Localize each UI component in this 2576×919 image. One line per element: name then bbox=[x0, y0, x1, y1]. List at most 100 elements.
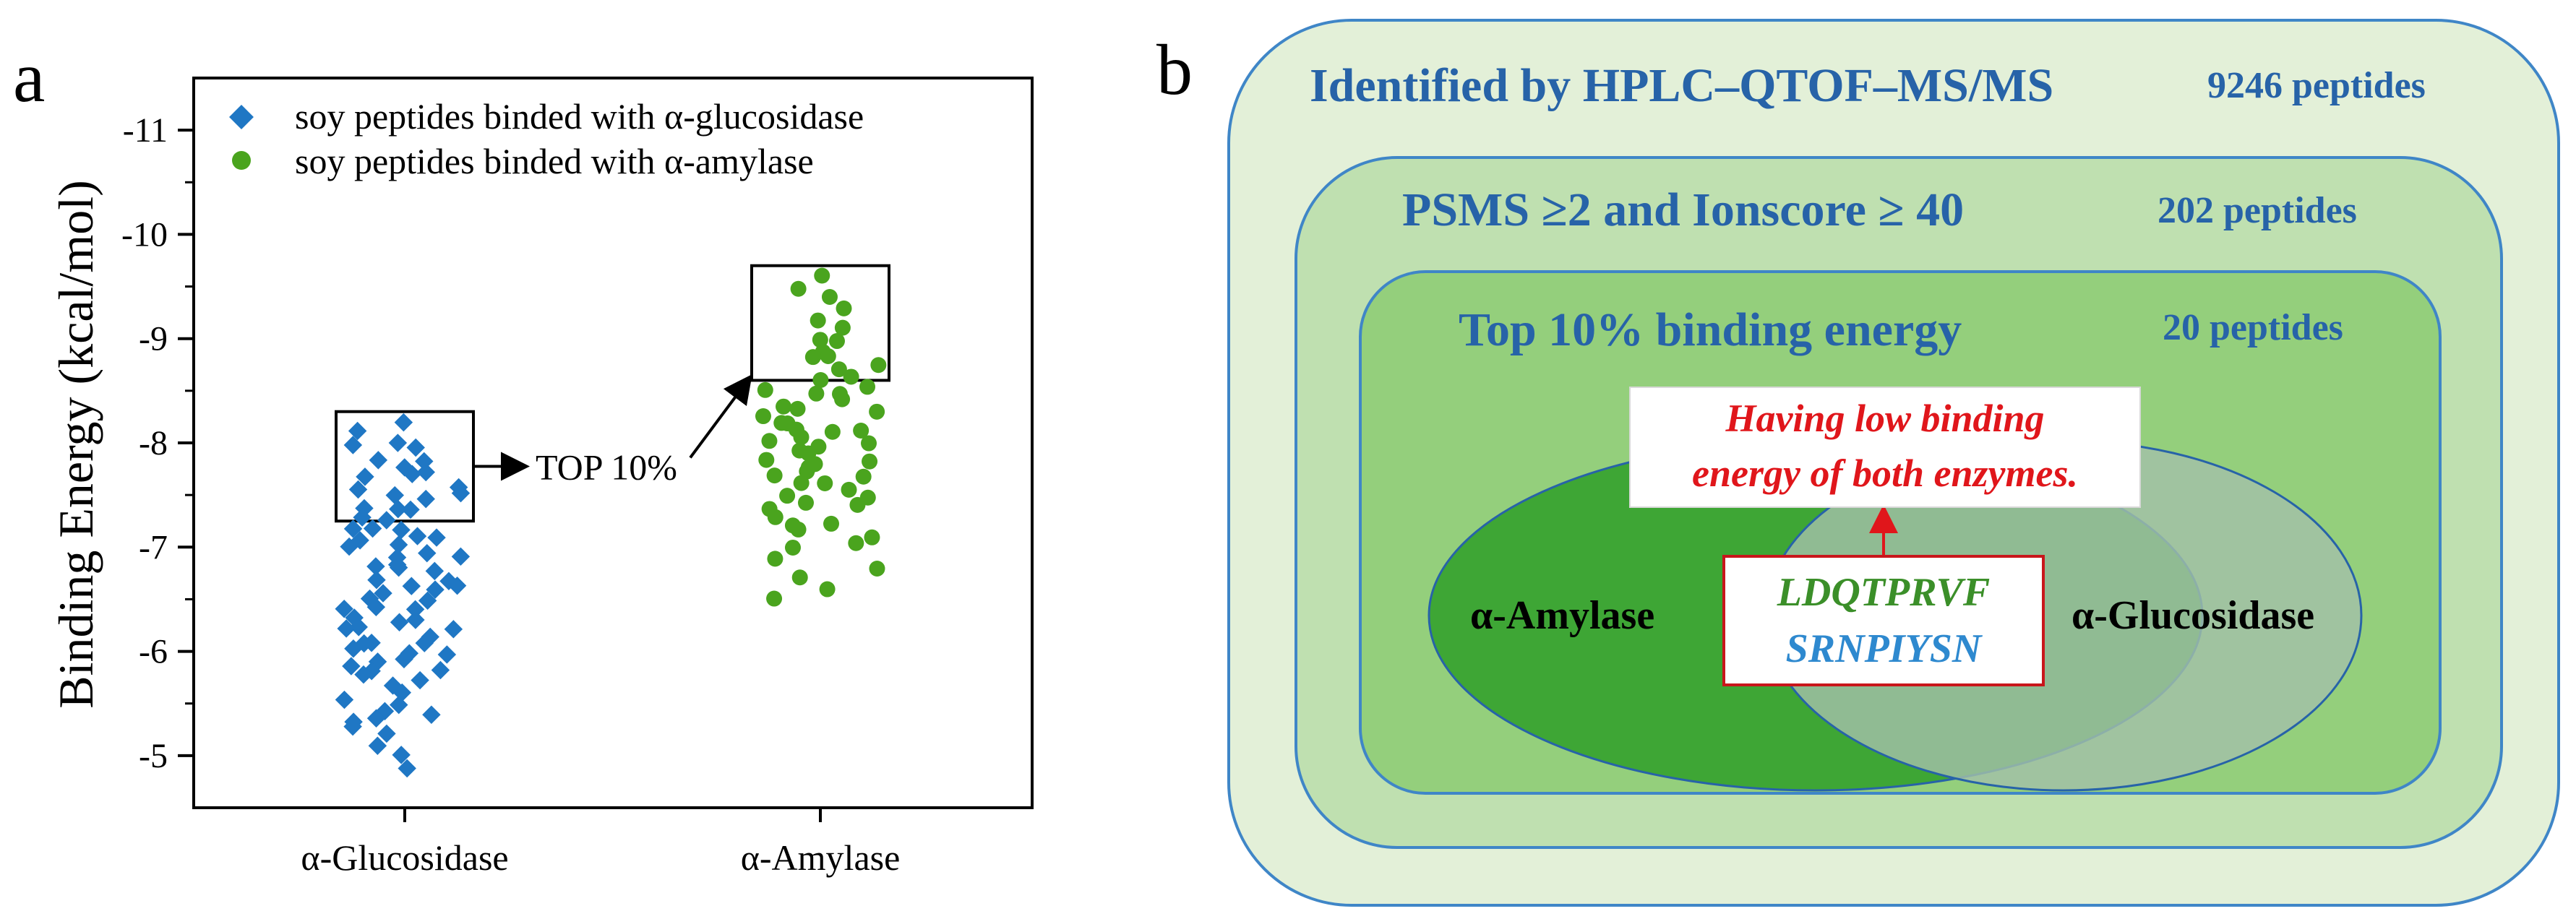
legend-marker-circle bbox=[232, 151, 251, 170]
glucosidase-point bbox=[401, 500, 420, 519]
amylase-point bbox=[820, 348, 836, 364]
glucosidase-point bbox=[418, 591, 437, 610]
amylase-point bbox=[791, 569, 808, 586]
amylase-point bbox=[776, 398, 792, 415]
y-tick-label: -6 bbox=[139, 633, 168, 671]
glucosidase-point bbox=[426, 580, 445, 599]
glucosidase-point bbox=[402, 577, 421, 595]
amylase-point bbox=[834, 391, 851, 407]
glucosidase-point bbox=[343, 436, 363, 454]
glucosidase-point bbox=[416, 462, 435, 482]
glucosidase-point bbox=[406, 610, 425, 629]
glucosidase-point bbox=[356, 467, 374, 486]
amylase-point bbox=[757, 381, 773, 398]
glucosidase-point bbox=[390, 613, 409, 631]
amylase-point bbox=[853, 422, 870, 439]
amylase-point bbox=[841, 481, 857, 498]
glucosidase-point bbox=[411, 670, 429, 690]
amylase-point bbox=[791, 442, 808, 459]
top10-annotation: TOP 10% bbox=[536, 446, 677, 487]
glucosidase-point bbox=[418, 543, 437, 563]
x-tick-label: α-Glucosidase bbox=[301, 837, 508, 878]
amylase-point bbox=[843, 368, 859, 385]
glucosidase-point bbox=[366, 557, 385, 576]
legend-label-amylase: soy peptides binded with α-amylase bbox=[295, 141, 814, 181]
glucosidase-point bbox=[392, 520, 411, 540]
y-tick-label: -11 bbox=[123, 111, 168, 150]
amylase-point bbox=[755, 408, 771, 425]
venn-label-amylase: α-Amylase bbox=[1470, 593, 1654, 638]
glucosidase-point bbox=[388, 433, 408, 452]
glucosidase-point bbox=[431, 660, 450, 680]
amylase-point bbox=[869, 403, 885, 420]
glucosidase-point bbox=[335, 600, 353, 618]
amylase-point bbox=[823, 515, 840, 532]
amylase-point bbox=[793, 429, 810, 446]
y-axis-ticks: -5-6-7-8-9-10-11 bbox=[121, 111, 194, 775]
glucosidase-point bbox=[377, 511, 396, 530]
peptide-ldqtprvf: LDQTPRVF bbox=[1777, 570, 1991, 615]
glucosidase-point bbox=[427, 528, 446, 547]
amylase-point bbox=[864, 529, 880, 545]
amylase-point bbox=[793, 475, 810, 491]
amylase-point bbox=[817, 475, 833, 491]
glucosidase-point bbox=[437, 645, 457, 664]
amylase-point bbox=[830, 361, 847, 378]
glucosidase-point bbox=[408, 527, 427, 545]
amylase-point bbox=[821, 288, 838, 305]
plot-frame bbox=[192, 77, 1034, 809]
amylase-point bbox=[861, 435, 877, 452]
amylase-point bbox=[767, 551, 783, 567]
amylase-point bbox=[824, 423, 841, 440]
glucosidase-point bbox=[385, 486, 404, 505]
glucosidase-point bbox=[348, 480, 368, 499]
amylase-point bbox=[812, 332, 828, 348]
glucosidase-point bbox=[335, 690, 354, 709]
glucosidase-point bbox=[337, 619, 356, 638]
panel-a: a Binding Energy (kcal/mol) -5-6-7-8-9-1… bbox=[13, 37, 1034, 878]
glucosidase-point bbox=[394, 413, 413, 432]
amylase-point bbox=[814, 267, 830, 284]
glucosidase-point bbox=[348, 421, 367, 441]
legend: soy peptides binded with α-glucosidase s… bbox=[229, 96, 864, 181]
amylase-point bbox=[836, 300, 852, 316]
glucosidase-point bbox=[425, 561, 445, 581]
panel-a-label: a bbox=[13, 37, 45, 117]
glucosidase-point bbox=[444, 620, 463, 639]
middle-count: 202 peptides bbox=[2158, 190, 2357, 231]
inner-title: Top 10% binding energy bbox=[1459, 303, 1962, 356]
callout-box bbox=[1629, 387, 2141, 508]
glucosidase-point bbox=[369, 451, 388, 470]
y-tick-label: -10 bbox=[121, 215, 168, 254]
glucosidase-point bbox=[395, 650, 413, 669]
y-tick-label: -5 bbox=[139, 737, 168, 775]
glucosidase-point bbox=[405, 600, 425, 619]
amylase-point bbox=[797, 494, 814, 511]
y-tick-label: -8 bbox=[139, 424, 168, 462]
glucosidase-point bbox=[377, 724, 396, 743]
amylase-point bbox=[808, 385, 825, 402]
top10-arrow-left bbox=[689, 374, 752, 459]
amylase-point bbox=[855, 468, 872, 485]
data-points bbox=[335, 267, 887, 778]
x-tick-label: α-Amylase bbox=[741, 837, 901, 878]
amylase-point bbox=[789, 400, 806, 417]
amylase-point bbox=[848, 535, 864, 551]
amylase-point bbox=[828, 333, 845, 350]
glucosidase-point bbox=[349, 618, 368, 637]
amylase-point bbox=[819, 581, 836, 597]
amylase-point bbox=[849, 496, 866, 513]
peptide-srnpiysn: SRNPIYSN bbox=[1786, 626, 1983, 671]
amylase-point bbox=[761, 433, 778, 449]
y-axis-label: Binding Energy (kcal/mol) bbox=[48, 180, 103, 709]
glucosidase-point bbox=[363, 519, 382, 538]
outer-title: Identified by HPLC–QTOF–MS/MS bbox=[1310, 59, 2053, 112]
glucosidase-point bbox=[422, 705, 441, 724]
middle-title: PSMS ≥2 and Ionscore ≥ 40 bbox=[1402, 184, 1964, 236]
glucosidase-point bbox=[343, 519, 363, 538]
callout-line-1: Having low binding bbox=[1725, 397, 2044, 440]
glucosidase-point bbox=[389, 535, 408, 554]
amylase-point bbox=[766, 467, 783, 484]
amylase-point bbox=[834, 319, 851, 336]
amylase-point bbox=[869, 561, 885, 577]
